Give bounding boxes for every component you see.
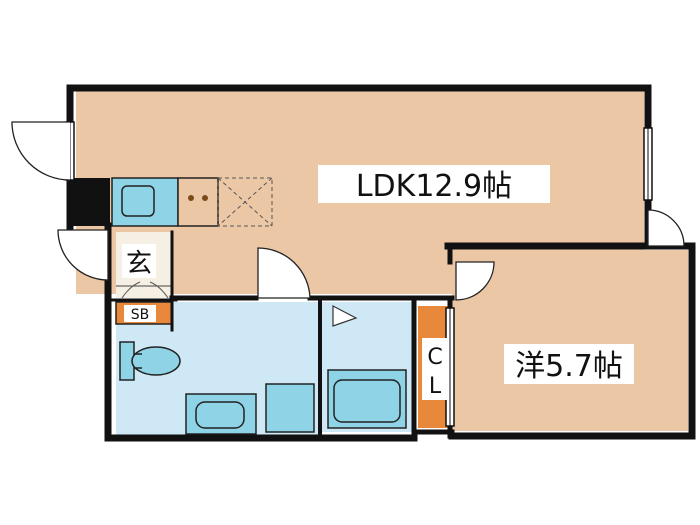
western-room-label-text: 洋5.7帖 xyxy=(515,349,623,384)
washing-machine-icon xyxy=(265,383,315,433)
balcony-door-icon xyxy=(647,209,685,247)
closet-label-top: C xyxy=(427,345,442,370)
fridge-space xyxy=(217,177,273,227)
toilet-icon xyxy=(119,341,181,381)
closet-label-bottom: L xyxy=(429,374,442,399)
ldk-label: LDK12.9帖 xyxy=(318,165,550,204)
vanity-basin-icon xyxy=(185,393,257,435)
western-room-floor xyxy=(452,250,688,431)
front-door-icon xyxy=(11,121,71,181)
closet-label: C L xyxy=(422,338,448,400)
shoe-box-label-text: SB xyxy=(131,307,150,323)
entrance-step xyxy=(116,281,172,299)
western-room-label: 洋5.7帖 xyxy=(504,344,634,384)
western-room-door-icon xyxy=(455,261,495,301)
washroom-door-icon xyxy=(257,247,311,299)
kitchen-counter xyxy=(111,177,273,227)
stove-icon xyxy=(177,177,219,227)
ldk-label-text: LDK12.9帖 xyxy=(356,169,512,204)
entrance-door-icon xyxy=(57,229,109,281)
bathtub-icon xyxy=(327,369,407,429)
entrance-label-text: 玄 xyxy=(126,249,152,279)
shoe-box-label: SB xyxy=(124,305,156,323)
shower-icon xyxy=(332,305,358,327)
window-ldk-right xyxy=(643,127,653,201)
entrance-label: 玄 xyxy=(122,244,156,279)
sink-icon xyxy=(121,185,155,217)
